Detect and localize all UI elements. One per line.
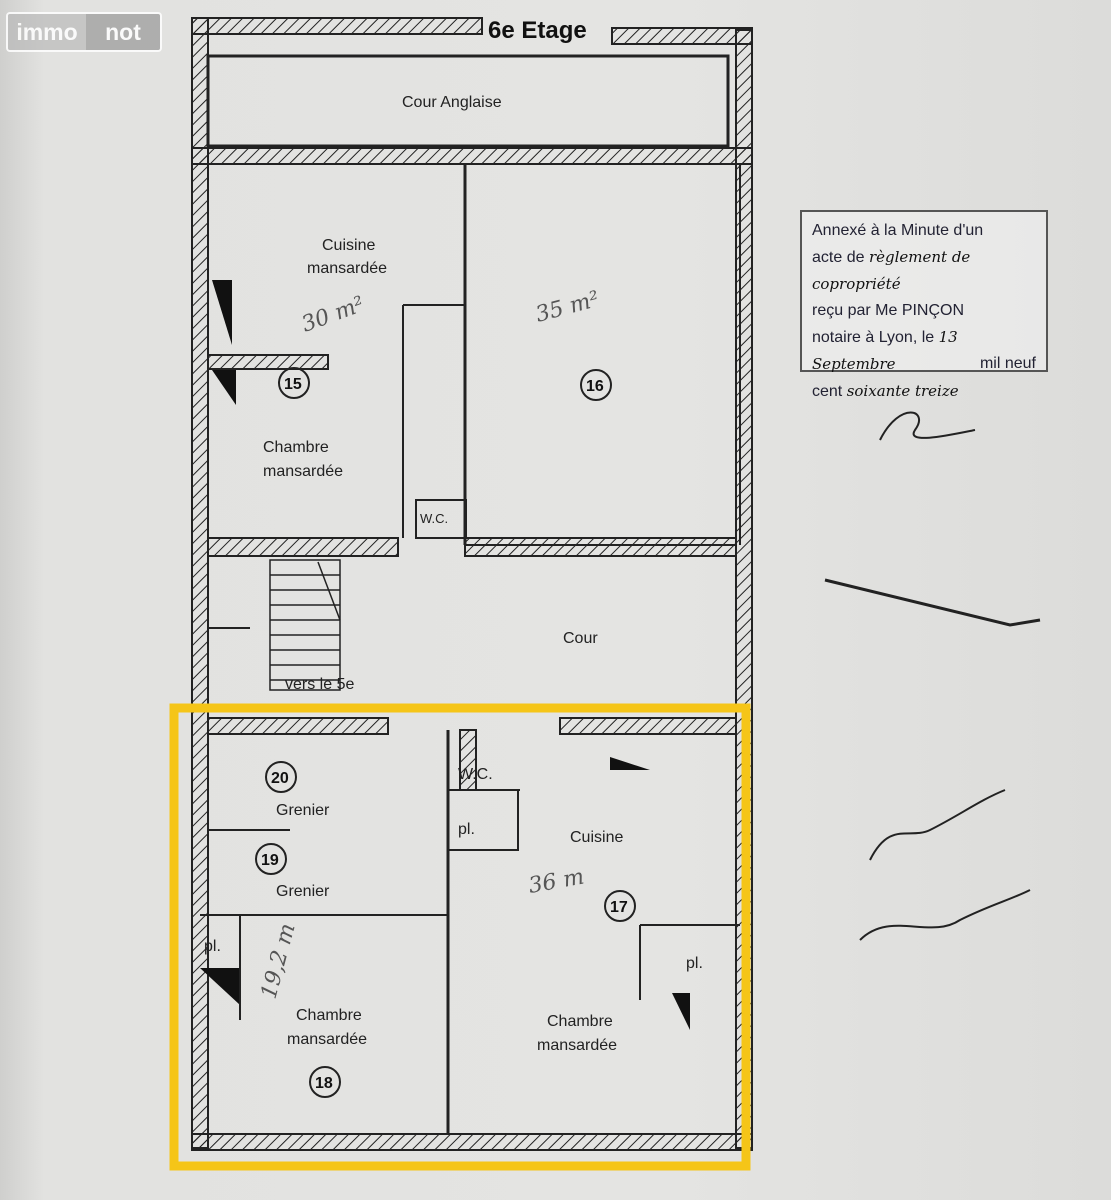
- handwritten-area-17: 36 m: [527, 865, 586, 899]
- stamp-act-type: règlement de copropriété: [812, 248, 971, 293]
- upper-interior-walls: [207, 164, 741, 629]
- stamp-line-4-text: notaire à Lyon, le: [812, 329, 935, 346]
- label-grenier-19: Grenier: [276, 883, 330, 900]
- label-chambre-right-1: Chambre: [547, 1013, 613, 1030]
- label-pl-right: pl.: [686, 955, 703, 972]
- lot-number-18: 18: [315, 1075, 333, 1092]
- label-cour: Cour: [563, 630, 598, 647]
- lower-interior-walls: [200, 717, 740, 1134]
- highlight-frame: [169, 703, 751, 1171]
- stamp-line-1: Annexé à la Minute d'un: [812, 222, 984, 239]
- lot-20: 20: [265, 761, 297, 793]
- lot-number-17: 17: [610, 899, 628, 916]
- label-grenier-20: Grenier: [276, 802, 330, 819]
- cour-anglaise-box: [191, 54, 753, 165]
- label-vers-le-5e: vers le 5e: [285, 676, 354, 693]
- stamp-day: 13: [938, 328, 958, 346]
- stamp-line-5-text: mil neuf: [979, 355, 1036, 372]
- lot-number-20: 20: [271, 770, 289, 787]
- handwritten-area-18: 19,2 m: [257, 921, 301, 1002]
- label-wc-bottom: W.C.: [458, 766, 493, 783]
- label-chambre-left-2: mansardée: [287, 1031, 367, 1048]
- handwritten-signatures: [824, 411, 1041, 941]
- label-chambre-top-2: mansardée: [263, 463, 343, 480]
- stamp-line-6: cent soixante treize: [812, 378, 1036, 405]
- label-wc-top: W.C.: [420, 511, 448, 526]
- lot-16: 16: [580, 369, 612, 401]
- label-cuisine-top-1: Cuisine: [322, 237, 375, 254]
- label-cuisine-bottom: Cuisine: [570, 829, 623, 846]
- stamp-line-2: acte de règlement de copropriété: [812, 244, 1036, 298]
- lot-15: 15: [278, 367, 310, 399]
- label-chambre-left-1: Chambre: [296, 1007, 362, 1024]
- stamp-year: soixante treize: [846, 382, 959, 400]
- lot-number-19: 19: [261, 852, 279, 869]
- lot-19: 19: [255, 843, 287, 875]
- staircase: [269, 559, 341, 691]
- stamp-line-4: notaire à Lyon, le 13: [812, 324, 1036, 351]
- label-chambre-right-2: mansardée: [537, 1037, 617, 1054]
- label-cuisine-top-2: mansardée: [307, 260, 387, 277]
- lot-number-16: 16: [586, 378, 604, 395]
- lot-17: 17: [604, 890, 636, 922]
- stamp-line-5: Septembre mil neuf: [812, 351, 1036, 378]
- immonot-logo: immo not: [6, 12, 162, 52]
- lot-18: 18: [309, 1066, 341, 1098]
- stamp-line-2-prefix: acte de: [812, 249, 865, 266]
- handwritten-area-16: 35 m²: [533, 287, 602, 328]
- label-pl-center: pl.: [458, 821, 475, 838]
- logo-part-not: not: [86, 14, 160, 50]
- lot-number-15: 15: [284, 376, 302, 393]
- outer-walls: [191, 17, 753, 1151]
- label-chambre-top-1: Chambre: [263, 439, 329, 456]
- floor-title: 6e Etage: [488, 17, 587, 44]
- label-pl-left: pl.: [204, 938, 221, 955]
- stamp-month: Septembre: [812, 355, 896, 373]
- notary-stamp: Annexé à la Minute d'un acte de règlemen…: [800, 210, 1048, 400]
- label-cour-anglaise: Cour Anglaise: [402, 94, 502, 111]
- logo-part-immo: immo: [8, 14, 86, 50]
- stamp-line-6-prefix: cent: [812, 383, 843, 400]
- stamp-line-3: reçu par Me PINÇON: [812, 302, 965, 319]
- handwritten-area-15: 30 m²: [299, 292, 368, 338]
- chimney-markers: [200, 280, 690, 1030]
